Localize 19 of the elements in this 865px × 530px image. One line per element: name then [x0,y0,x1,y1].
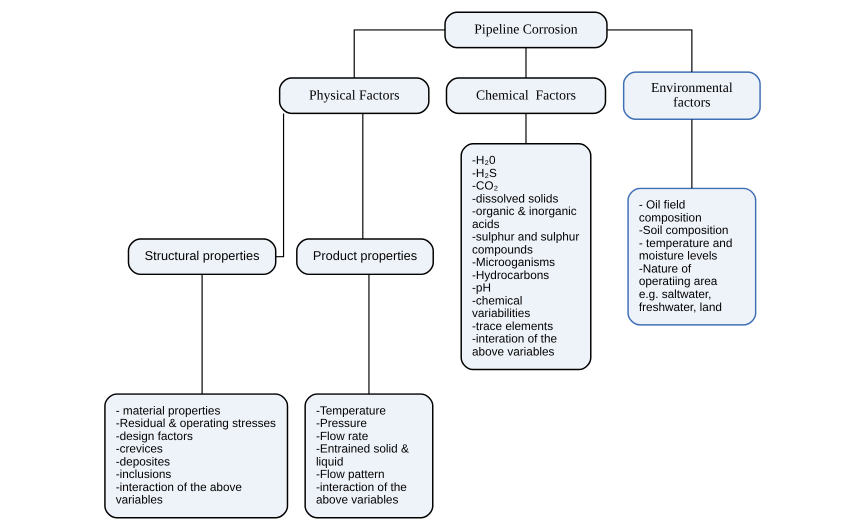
connector [202,274,203,394]
connector [354,29,445,78]
node-box: Product properties [296,238,434,276]
connector [691,119,692,188]
node-box: Environmental factors [622,71,761,120]
node-box: Structural properties [128,238,276,276]
node-box: Chemical Factors [446,77,606,114]
node-box: -H₂0 -H₂S -CO₂ -dissolved solids -organic & inorganic acids -sulphur and sulphur compounds -Microoganisms -Hydrocarbons -pH -chemical variabilities -trace elements -interation of the above variables [460,143,592,370]
connector [525,48,527,78]
connector [368,274,370,394]
connector [276,114,284,258]
node-box: Pipeline Corrosion [444,12,608,48]
connector [362,114,364,239]
connector [606,29,692,72]
node-box: -Temperature -Pressure -Flow rate -Entrained solid & liquid -Flow pattern -interaction of the above variables [304,393,434,518]
node-box: Physical Factors [278,77,430,114]
node-box: - Oil field composition -Soil composition - temperature and moisture levels -Nature of operatiing area e.g. saltwater, freshwater, land [627,188,756,326]
node-box: - material properties -Residual & operating stresses -design factors -crevices -deposites -inclusions -interaction of the above variables [104,393,288,518]
connector [525,114,527,144]
